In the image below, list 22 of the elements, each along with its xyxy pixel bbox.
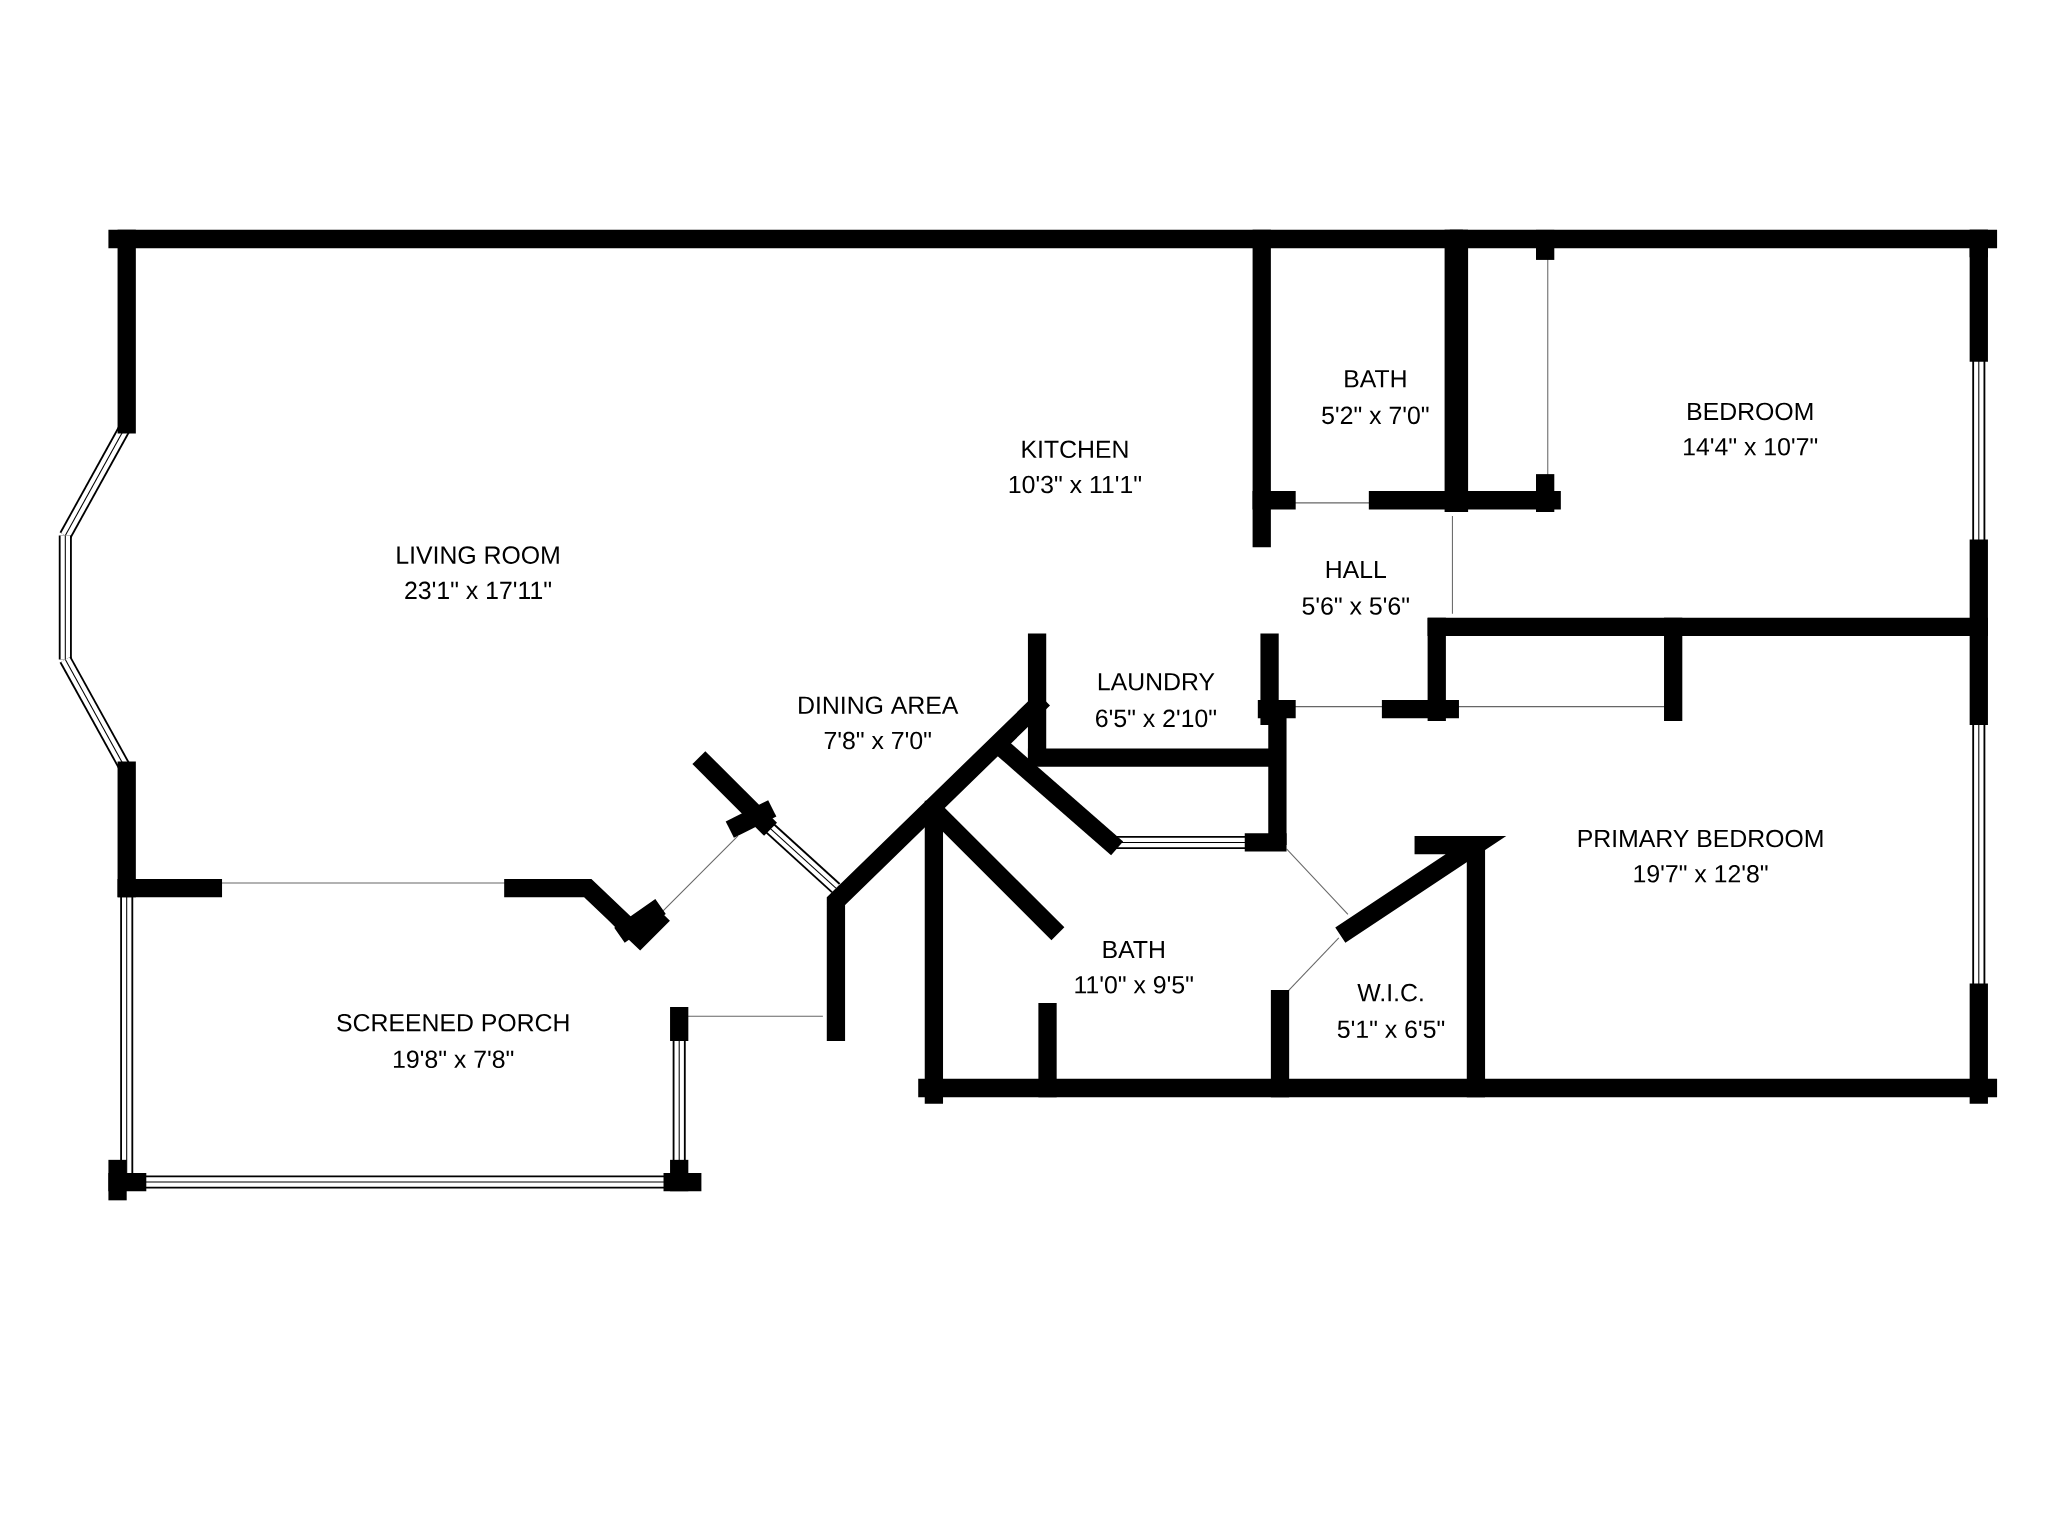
room-dimensions: 19'7" x 12'8" bbox=[1634, 865, 1768, 883]
room-name: SCREENED PORCH bbox=[337, 1013, 569, 1032]
room-name: KITCHEN bbox=[1022, 440, 1128, 459]
room-dimensions: 10'3" x 11'1" bbox=[1009, 475, 1141, 494]
room-name: BATH bbox=[1345, 370, 1406, 388]
room-dimensions: 5'2" x 7'0" bbox=[1322, 406, 1429, 425]
room-dimensions: 23'1" x 17'11" bbox=[405, 581, 551, 600]
room-dimensions: 7'8" x 7'0" bbox=[824, 731, 931, 750]
room-name: W.I.C. bbox=[1357, 983, 1423, 1002]
room-dimensions: 6'5" x 2'10" bbox=[1096, 709, 1216, 728]
room-dimensions: 14'4" x 10'7" bbox=[1684, 437, 1818, 456]
room-name: DINING AREA bbox=[799, 696, 959, 715]
room-name: LIVING ROOM bbox=[397, 546, 559, 564]
room-dimensions: 5'1" x 6'5" bbox=[1337, 1020, 1445, 1038]
room-name: BEDROOM bbox=[1688, 402, 1813, 421]
room-dimensions: 5'6" x 5'6" bbox=[1302, 597, 1409, 615]
room-name: PRIMARY BEDROOM bbox=[1578, 829, 1823, 848]
room-dimensions: 11'0" x 9'5" bbox=[1075, 976, 1193, 994]
room-dimensions: 19'8" x 7'8" bbox=[393, 1050, 514, 1069]
room-name: HALL bbox=[1326, 560, 1386, 578]
room-name: LAUNDRY bbox=[1098, 673, 1215, 691]
room-name: BATH bbox=[1103, 941, 1164, 959]
